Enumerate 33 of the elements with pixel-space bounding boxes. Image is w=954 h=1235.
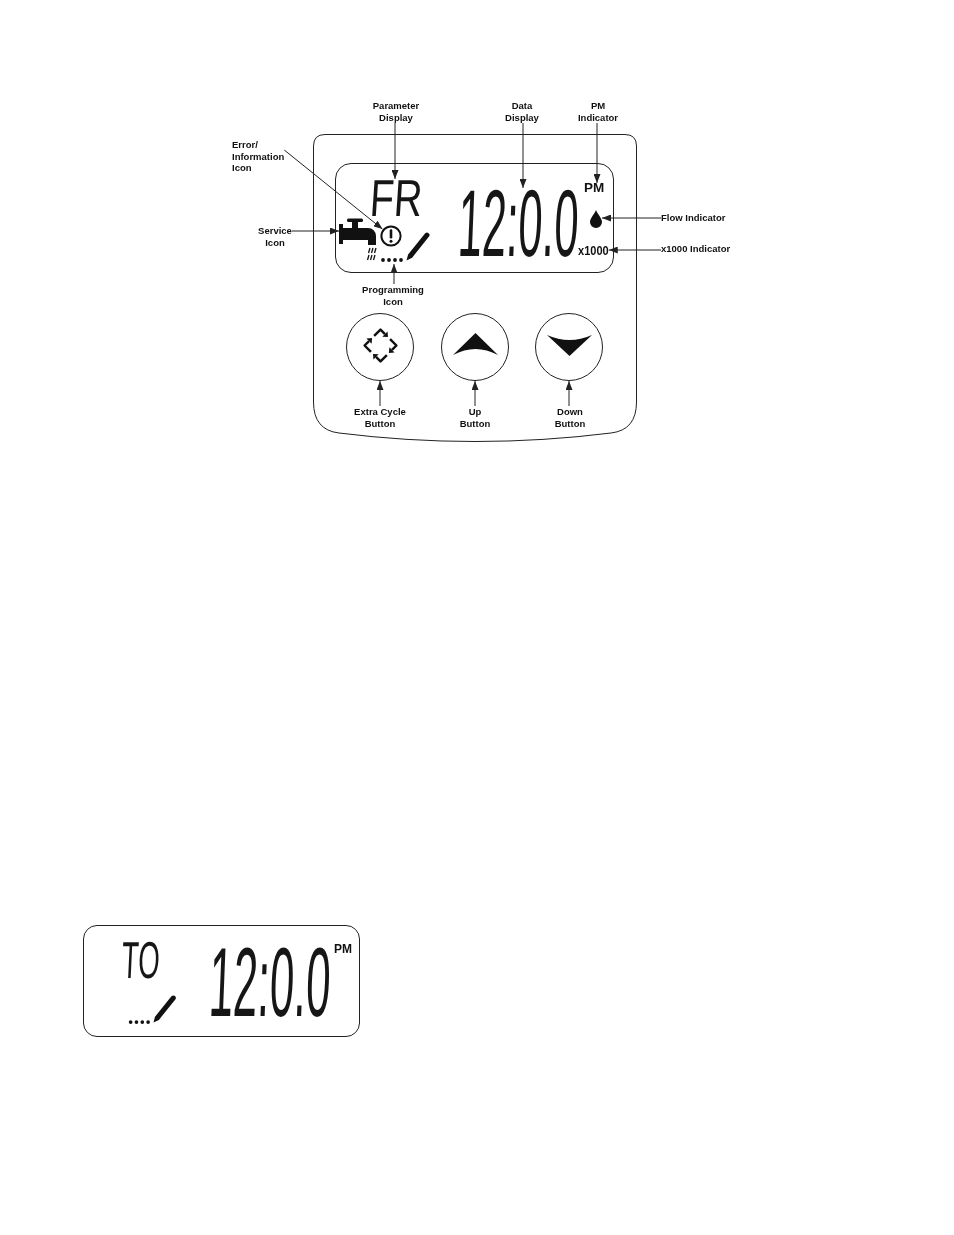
callout-label: Extra Cycle Button xyxy=(352,406,408,429)
data-readout: 12:0.0 xyxy=(208,946,333,1019)
callout-label: Parameter Display xyxy=(372,100,420,123)
pm-indicator: PM xyxy=(584,183,605,193)
callout-label: PM Indicator xyxy=(577,100,619,123)
callout-label: Data Display xyxy=(505,100,539,123)
leader-arrow xyxy=(391,122,399,180)
callout-label: Programming Icon xyxy=(362,284,424,307)
leader-arrow xyxy=(376,380,384,407)
multiplier-indicator: x1000 xyxy=(578,246,609,256)
leader-arrow xyxy=(291,227,340,235)
control-panel xyxy=(313,134,637,444)
leader-arrow xyxy=(519,122,527,189)
leader-arrow xyxy=(593,122,601,184)
callout-label: Down Button xyxy=(554,406,586,429)
leader-arrow xyxy=(565,380,573,407)
leader-arrow xyxy=(471,380,479,407)
callout-label: Up Button xyxy=(459,406,491,429)
pm-indicator: PM xyxy=(334,945,352,954)
callout-label: x1000 Indicator xyxy=(661,243,731,255)
leader-arrow xyxy=(283,149,383,230)
leader-arrow xyxy=(390,263,398,285)
lcd-screen xyxy=(335,163,614,273)
callout-label: Error/ Information Icon xyxy=(232,139,285,174)
alert-icon xyxy=(380,225,402,247)
parameter-readout: TO xyxy=(121,941,161,980)
lcd-screen xyxy=(83,925,360,1037)
callout-label: Service Icon xyxy=(258,225,292,248)
drop-icon xyxy=(590,210,602,228)
leader-arrow xyxy=(601,214,662,222)
parameter-readout: FR xyxy=(369,179,424,218)
leader-arrow xyxy=(608,246,662,254)
callout-label: Flow Indicator xyxy=(661,212,726,224)
